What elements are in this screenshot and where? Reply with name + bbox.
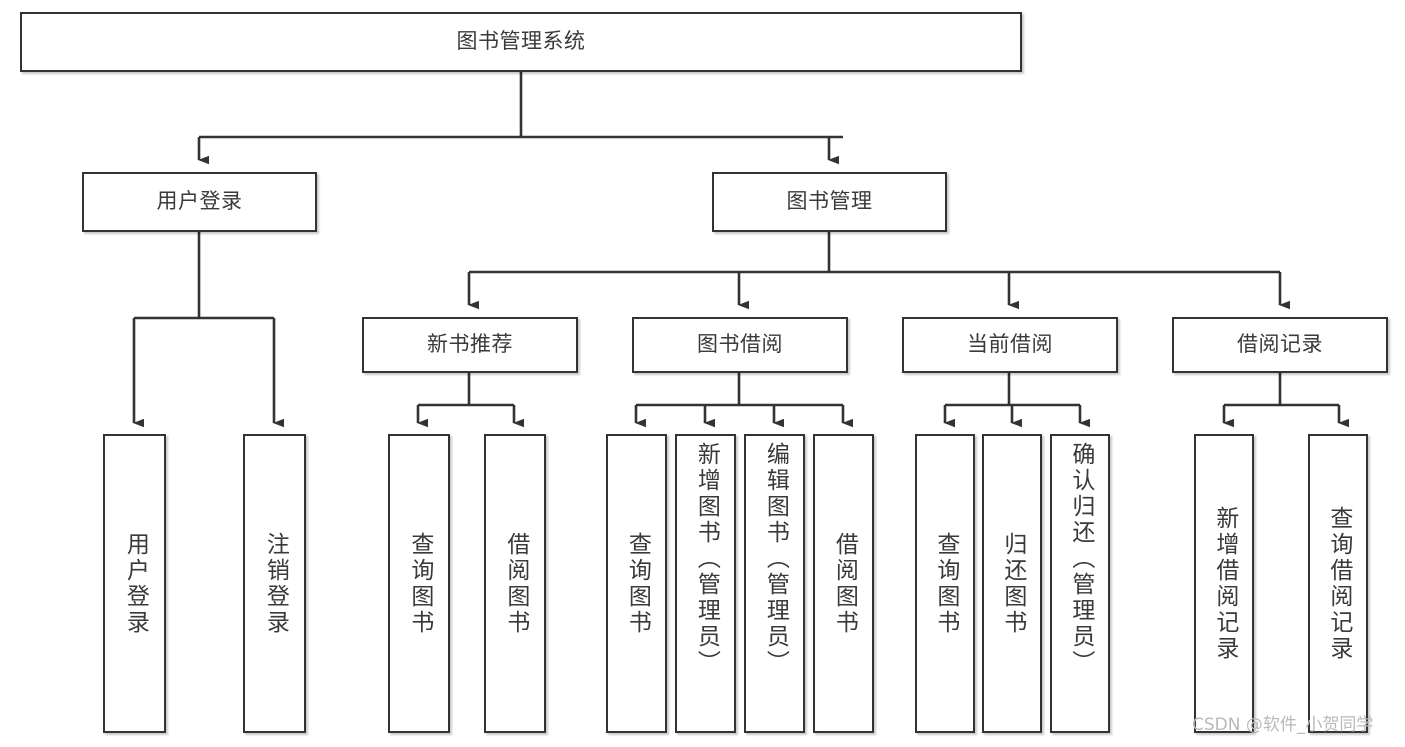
leaf-query-borrow-record[interactable]: 查询借阅记录 (1308, 434, 1368, 733)
node-label: 新增借阅记录 (1211, 505, 1238, 662)
leaf-add-book-admin[interactable]: 新增图书（管理员） (675, 434, 736, 733)
leaf-borrow-book[interactable]: 借阅图书 (813, 434, 874, 733)
leaf-query-book-current[interactable]: 查询图书 (915, 434, 975, 733)
node-label: 注销登录 (262, 531, 289, 636)
node-label: 借阅记录 (1237, 332, 1323, 357)
node-label: 查询图书 (624, 531, 651, 636)
node-label: 借阅图书 (502, 531, 529, 636)
leaf-user-login[interactable]: 用户登录 (103, 434, 166, 733)
leaf-logout[interactable]: 注销登录 (243, 434, 306, 733)
node-label: 编辑图书（管理员） (762, 442, 789, 676)
leaf-add-borrow-record[interactable]: 新增借阅记录 (1194, 434, 1254, 733)
node-book-management[interactable]: 图书管理 (712, 172, 947, 232)
node-label: 查询图书 (932, 531, 959, 636)
leaf-query-book-borrow[interactable]: 查询图书 (606, 434, 667, 733)
node-current-borrowing[interactable]: 当前借阅 (902, 317, 1118, 373)
node-label: 用户登录 (156, 189, 243, 214)
node-label: 新增图书（管理员） (693, 442, 720, 676)
leaf-confirm-return-admin[interactable]: 确认归还（管理员） (1050, 434, 1110, 733)
node-label: 借阅图书 (831, 531, 858, 636)
node-new-book-recommendation[interactable]: 新书推荐 (362, 317, 578, 373)
node-label: 用户登录 (122, 531, 149, 636)
leaf-return-book[interactable]: 归还图书 (982, 434, 1042, 733)
node-book-borrowing[interactable]: 图书借阅 (632, 317, 848, 373)
node-label: 新书推荐 (427, 332, 513, 357)
node-label: 归还图书 (999, 531, 1026, 636)
leaf-query-book-new[interactable]: 查询图书 (388, 434, 450, 733)
node-label: 图书管理系统 (456, 29, 586, 54)
node-label: 当前借阅 (967, 332, 1053, 357)
node-label: 确认归还（管理员） (1067, 442, 1094, 676)
node-borrowing-record[interactable]: 借阅记录 (1172, 317, 1388, 373)
node-label: 查询借阅记录 (1325, 505, 1352, 662)
leaf-borrow-book-new[interactable]: 借阅图书 (484, 434, 546, 733)
node-label: 查询图书 (406, 531, 433, 636)
node-label: 图书管理 (786, 189, 873, 214)
node-user-login[interactable]: 用户登录 (82, 172, 317, 232)
csdn-watermark: CSDN @软件_小贺同学 (1192, 715, 1374, 735)
node-label: 图书借阅 (697, 332, 783, 357)
node-book-management-system[interactable]: 图书管理系统 (20, 12, 1022, 72)
leaf-edit-book-admin[interactable]: 编辑图书（管理员） (744, 434, 805, 733)
